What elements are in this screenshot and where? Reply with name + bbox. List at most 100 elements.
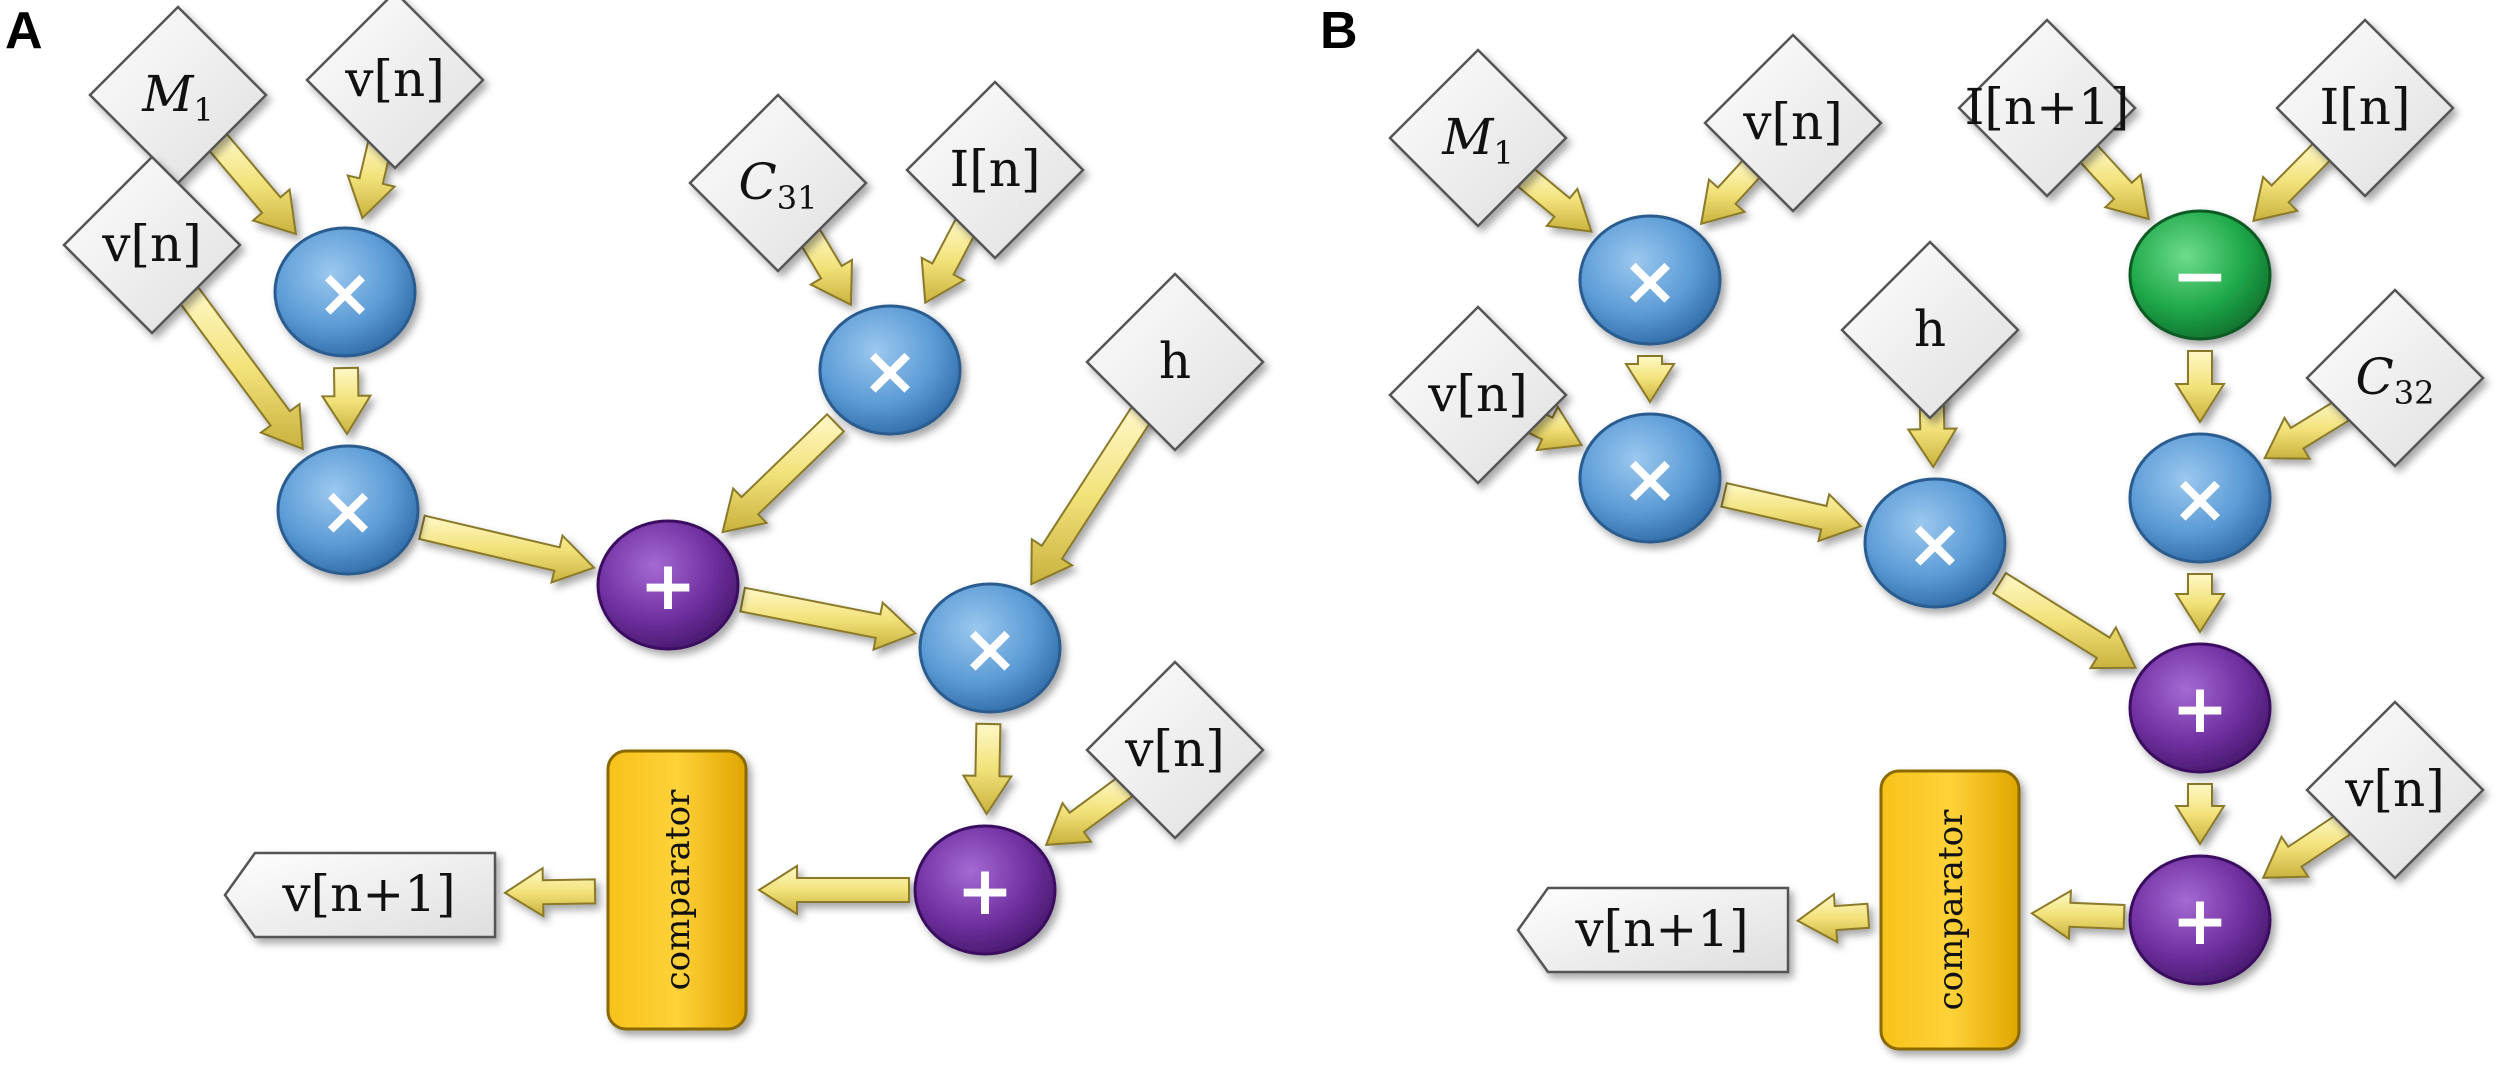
variable-text: v[n] (1742, 93, 1842, 151)
arrow-a-c31-to-a-mul3 (798, 228, 854, 307)
variable-text: I[n] (2320, 78, 2411, 136)
operator-layer: × × × + × + comparator v[n+1] × − × × × + + comparator v… (223, 209, 2272, 1051)
variable-label: v[n] (101, 215, 201, 273)
variable-diamond (1388, 48, 1568, 228)
panel-label-a: A (5, 2, 43, 60)
subtract-symbol: − (2172, 237, 2229, 316)
variable-label: h (1914, 300, 1946, 358)
arrow-a-mul4-to-a-add2 (961, 722, 1014, 816)
variable-diamond (305, 0, 485, 170)
arrow-b-add2-to-COMP-B (2030, 889, 2126, 941)
arrow-b-mul4-to-b-add1 (2174, 573, 2226, 634)
add-symbol: + (2172, 670, 2229, 749)
variable-text: v[n] (344, 50, 444, 108)
add-circle (2128, 642, 2272, 774)
comparator-block-a: comparator (606, 749, 748, 1031)
variable-a-h: h (1085, 272, 1265, 452)
arrow-a-vn2-to-a-mul2 (177, 286, 304, 451)
output-label: v[n+1] (281, 865, 455, 923)
arrow-a-mul2-to-a-add1 (418, 514, 596, 584)
variable-label: M1 (141, 65, 214, 129)
variable-label: v[n] (2344, 760, 2444, 818)
variable-label: v[n] (344, 50, 444, 108)
multiply-circle (276, 444, 420, 576)
arrow-a-in-to-a-mul3 (920, 217, 979, 305)
multiply-symbol: × (1622, 242, 1679, 321)
variable-diamond (62, 155, 242, 335)
arrow-b-mul3-to-b-add1 (1991, 571, 2138, 670)
add-symbol: + (640, 547, 697, 626)
variable-text: C (739, 153, 777, 211)
variable-diamond (1703, 33, 1883, 213)
comparator-label: comparator (658, 789, 698, 990)
arrow-COMP-B-to-OUT-B (1795, 892, 1871, 944)
add-symbol: + (2172, 882, 2229, 961)
variable-text: I[n] (950, 140, 1041, 198)
variable-a-vn2: v[n] (62, 155, 242, 335)
arrow-b-mul1-to-b-mul2 (1624, 355, 1676, 404)
add-node-a-add2: + (913, 824, 1057, 956)
comparator-label: comparator (1931, 809, 1971, 1010)
multiply-symbol: × (320, 472, 377, 551)
arrow-b-vn1-to-b-mul1 (1699, 159, 1762, 226)
add-node-b-add2: + (2128, 854, 2272, 986)
multiply-circle (1578, 412, 1722, 544)
arrow-b-m1-to-b-mul1 (1516, 166, 1593, 233)
multiply-node-a-mul3: × (818, 304, 962, 436)
add-circle (913, 824, 1057, 956)
multiply-symbol: × (962, 610, 1019, 689)
multiply-circle (1863, 477, 2007, 609)
variable-text: M (1441, 108, 1495, 166)
arrow-a-m1-to-a-mul1 (207, 133, 298, 236)
multiply-symbol: × (2172, 460, 2229, 539)
arrow-b-in1-to-b-sub1 (2078, 144, 2150, 221)
multiply-circle (2128, 432, 2272, 564)
arrow-a-h-to-a-mul4 (1030, 406, 1153, 586)
panel-label-b: B (1320, 2, 1358, 60)
comparator-block-b: comparator (1879, 769, 2021, 1051)
arrow-a-mul1-to-a-mul2 (320, 366, 373, 436)
variable-b-m1: M1 (1388, 48, 1568, 228)
multiply-symbol: × (862, 332, 919, 411)
variable-label: C32 (2356, 348, 2435, 412)
add-symbol: + (957, 852, 1014, 931)
variable-text: v[n] (2344, 760, 2444, 818)
output-label: v[n+1] (1574, 900, 1748, 958)
variable-diamond (1085, 272, 1265, 452)
variable-diamond (1840, 240, 2020, 420)
arrow-layer (177, 133, 2352, 944)
arrow-b-vn3-to-b-add2 (2261, 813, 2352, 879)
add-circle (596, 519, 740, 651)
variable-subscript: 1 (193, 91, 213, 129)
multiply-node-a-mul2: × (276, 444, 420, 576)
variable-label: I[n] (2320, 78, 2411, 136)
arrow-b-in-to-b-sub1 (2252, 142, 2332, 223)
variable-b-in1: I[n+1] (1957, 18, 2137, 198)
arrow-a-add1-to-a-mul4 (739, 586, 918, 652)
variable-subscript: 32 (2394, 374, 2435, 412)
multiply-node-a-mul4: × (918, 582, 1062, 714)
variable-text: v[n] (1124, 720, 1224, 778)
variable-diamond (905, 80, 1085, 260)
multiply-symbol: × (1622, 440, 1679, 519)
variable-diamond (1085, 660, 1265, 840)
variable-b-vn3: v[n] (2305, 700, 2485, 880)
multiply-node-b-mul3: × (1863, 477, 2007, 609)
variable-b-vn1: v[n] (1703, 33, 1883, 213)
arrow-a-add2-to-COMP-A (757, 864, 910, 916)
variable-text: v[n] (101, 215, 201, 273)
subtract-circle (2128, 209, 2272, 341)
multiply-node-a-mul1: × (273, 226, 417, 358)
variable-subscript: 1 (1493, 134, 1513, 172)
multiply-node-b-mul2: × (1578, 412, 1722, 544)
variable-b-in: I[n] (2275, 18, 2455, 198)
output-tag-shape (223, 851, 497, 939)
multiply-node-b-mul4: × (2128, 432, 2272, 564)
variable-diamond (688, 93, 868, 273)
variable-text: h (1914, 300, 1946, 358)
variable-label: h (1159, 332, 1191, 390)
variable-b-h: h (1840, 240, 2020, 420)
output-tag-a: v[n+1] (223, 851, 497, 939)
variable-text: M (141, 65, 195, 123)
